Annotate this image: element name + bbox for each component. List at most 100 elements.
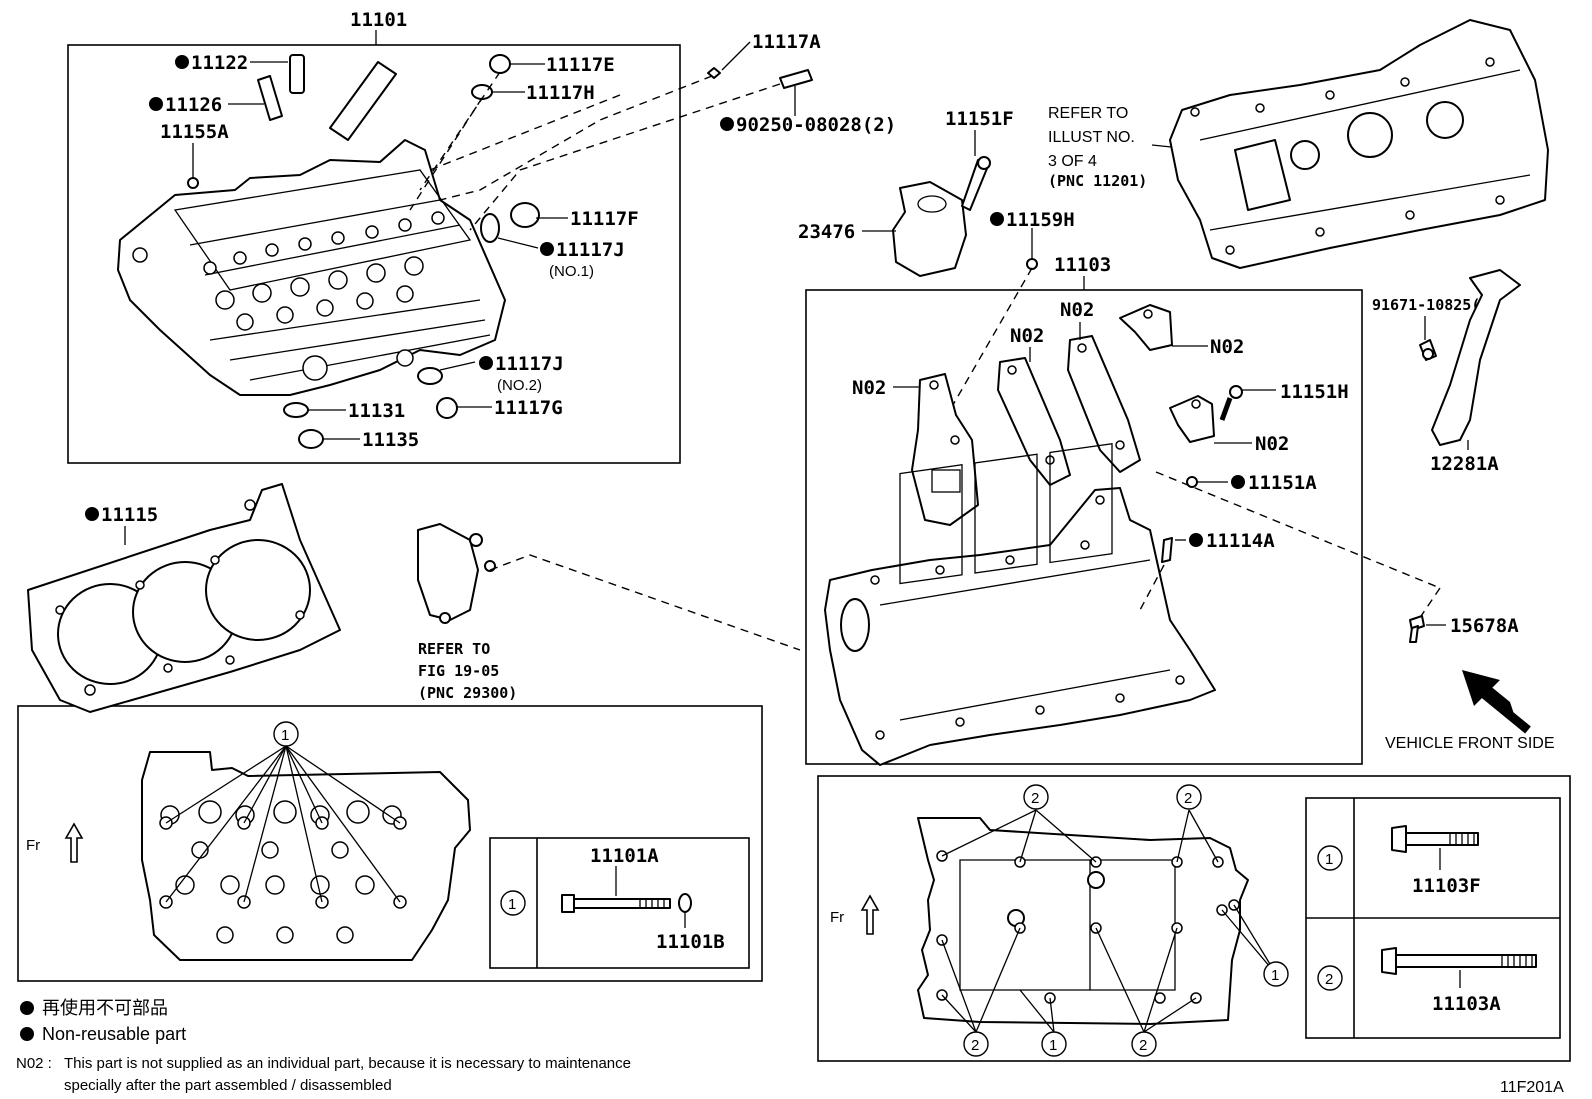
refer-fig-line2: FIG 19-05 — [418, 662, 499, 680]
nonreusable-dot — [175, 55, 189, 69]
label-11117H: 11117H — [526, 82, 595, 104]
label-11103: 11103 — [1054, 254, 1111, 276]
label-11159H: 11159H — [1006, 209, 1075, 231]
label-11117E: 11117E — [546, 54, 615, 76]
refer-fig-line1: REFER TO — [418, 640, 490, 658]
table-callout-number: 1 — [1325, 851, 1333, 868]
cylinder-head-leaders — [192, 30, 796, 440]
label-no1: (NO.1) — [549, 263, 594, 280]
label-n02-e: N02 — [1255, 433, 1289, 455]
table-callout-number: 2 — [1325, 971, 1333, 988]
nonreusable-dot — [85, 507, 99, 521]
diagram-id: 11F201A — [1500, 1079, 1564, 1096]
callout-number: 1 — [1271, 967, 1279, 984]
nonreusable-dot — [540, 242, 554, 256]
fr-arrow-right-icon — [860, 894, 880, 935]
refer-fig-line3: (PNC 29300) — [418, 684, 517, 702]
fr-right-label: Fr — [830, 909, 844, 926]
callout-circle-2 — [1023, 784, 1049, 810]
note-line1: This part is not supplied as an individu… — [64, 1055, 631, 1072]
table-callout-number: 1 — [508, 896, 516, 913]
cap-bolt-detail-frame — [817, 775, 1571, 1062]
legend-en: Non-reusable part — [42, 1024, 186, 1044]
callout-number: 1 — [281, 727, 289, 744]
callout-number: 2 — [1139, 1037, 1147, 1054]
nonreusable-dot — [1189, 533, 1203, 547]
label-11135: 11135 — [362, 429, 419, 451]
crankcase-illustration — [824, 442, 1216, 766]
callout-lines-crankcase — [941, 809, 1277, 1033]
note-line2: specially after the part assembled / dis… — [64, 1077, 392, 1094]
callout-circle-1 — [273, 721, 299, 747]
callout-number: 2 — [1031, 790, 1039, 807]
fr-left-label: Fr — [26, 837, 40, 854]
note-code: N02 : — [16, 1055, 52, 1072]
nonreusable-dot — [479, 356, 493, 370]
label-11122: 11122 — [191, 52, 248, 74]
label-11117F: 11117F — [570, 208, 639, 230]
label-11101: 11101 — [350, 9, 407, 31]
water-outlet-illustration — [862, 130, 1038, 411]
legend-dot-en — [20, 1027, 34, 1041]
label-23476: 23476 — [798, 221, 855, 243]
label-11126: 11126 — [165, 94, 222, 116]
label-no2: (NO.2) — [497, 377, 542, 394]
callout-circle-2 — [963, 1031, 989, 1057]
callout-number: 2 — [1184, 790, 1192, 807]
label-n02-d: N02 — [1210, 336, 1244, 358]
nonreusable-dot — [990, 212, 1004, 226]
callout-circle-1 — [1041, 1031, 1067, 1057]
callout-circle-1 — [1263, 961, 1289, 987]
legend-dot-jp — [20, 1001, 34, 1015]
label-11117A: 11117A — [752, 31, 821, 53]
label-n02-c: N02 — [1060, 299, 1094, 321]
cylinder-head-frame — [67, 44, 681, 464]
label-11114A: 11114A — [1206, 530, 1275, 552]
bearing-caps-illustration — [911, 304, 1243, 526]
nonreusable-dot — [149, 97, 163, 111]
legend-jp: 再使用不可部品 — [42, 998, 168, 1018]
bracket-12281A-illustration — [1419, 269, 1521, 446]
cylinder-head-illustration — [117, 54, 813, 449]
label-n02-b: N02 — [1010, 325, 1044, 347]
label-11131: 11131 — [348, 400, 405, 422]
cylinder-head-top-view — [141, 751, 471, 961]
label-11103F: 11103F — [1412, 875, 1481, 897]
label-11115: 11115 — [101, 504, 158, 526]
label-11151F: 11151F — [945, 108, 1014, 130]
label-91671-10825: 91671-10825(2) — [1372, 296, 1498, 314]
callout-number: 1 — [1049, 1037, 1057, 1054]
label-11117J-no1: 11117J — [556, 239, 625, 261]
vehicle-front-arrow-icon — [1462, 670, 1531, 734]
head-bolt-detail-frame — [17, 705, 763, 982]
callout-number: 2 — [971, 1037, 979, 1054]
vacuum-pump-illustration — [417, 523, 496, 624]
refer-illust-line3: 3 OF 4 — [1048, 153, 1097, 170]
nonreusable-dot — [720, 117, 734, 131]
nonreusable-dot — [1231, 475, 1245, 489]
refer-illust-line1: REFER TO — [1048, 105, 1128, 122]
label-11151H: 11151H — [1280, 381, 1349, 403]
cylinder-head-cover-illustration — [1169, 19, 1549, 269]
refer-illust-line2: ILLUST NO. — [1048, 129, 1135, 146]
label-11103A: 11103A — [1432, 993, 1501, 1015]
cap-bolt-table — [1305, 797, 1561, 1039]
refer-illust-line4: (PNC 11201) — [1048, 172, 1147, 190]
label-90250-08028: 90250-08028(2) — [736, 114, 896, 136]
bolt-15678A-illustration — [1409, 615, 1425, 643]
label-11151A: 11151A — [1248, 472, 1317, 494]
callout-circle-2 — [1131, 1031, 1157, 1057]
cylinder-head-gasket-illustration — [27, 483, 341, 713]
callout-lines-head — [165, 745, 401, 903]
head-bolt-table — [489, 837, 750, 969]
label-11117J-no2: 11117J — [495, 353, 564, 375]
label-11155A: 11155A — [160, 121, 229, 143]
label-15678A: 15678A — [1450, 615, 1519, 637]
label-11101B: 11101B — [656, 931, 725, 953]
label-n02-a: N02 — [852, 377, 886, 399]
fr-arrow-left-icon — [64, 822, 84, 863]
crankcase-top-view — [917, 817, 1249, 1025]
callout-circle-2 — [1176, 784, 1202, 810]
label-11101A: 11101A — [590, 845, 659, 867]
